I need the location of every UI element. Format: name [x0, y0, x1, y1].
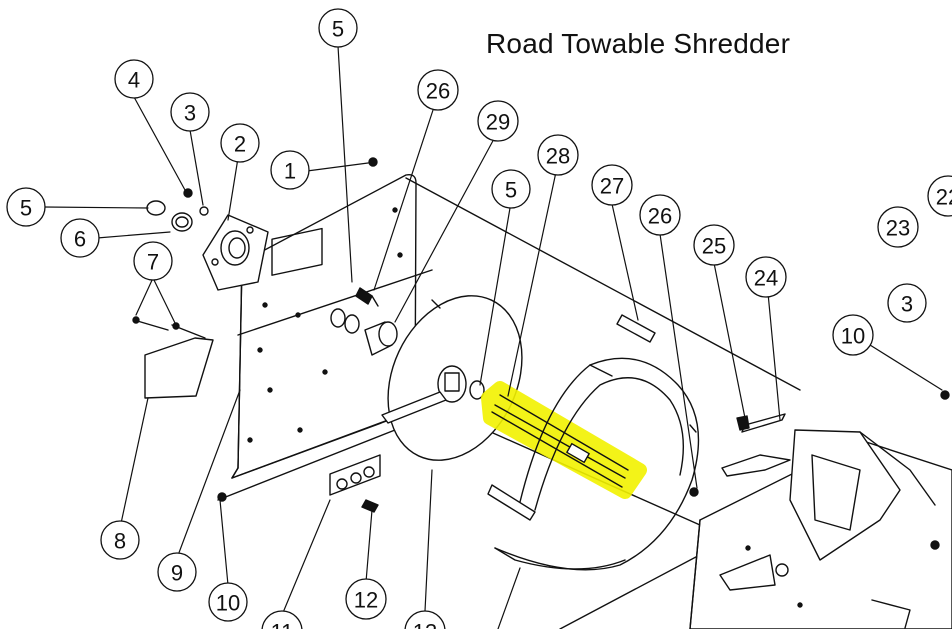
leader-lines: [43, 45, 943, 629]
diagram-title: Road Towable Shredder: [486, 28, 791, 59]
callout-label: 28: [546, 144, 570, 169]
blade-parts: [721, 413, 791, 477]
callout-label: 26: [426, 79, 450, 104]
callout-label: 10: [216, 591, 240, 616]
callout-label: 23: [886, 216, 910, 241]
callout-label: 8: [114, 529, 126, 554]
callout-circles: [6, 8, 952, 629]
bolts: [217, 390, 950, 550]
callout-label: 10: [841, 324, 865, 349]
callout-label: 3: [901, 292, 913, 317]
callout-label: 9: [171, 561, 183, 586]
shaft-highlight: [481, 381, 647, 499]
callout-label: 3: [184, 101, 196, 126]
callout-label: 12: [354, 588, 378, 613]
callout-label: 22: [936, 185, 952, 210]
small-hardware-left: [146, 157, 378, 232]
callout-label: 1: [284, 159, 296, 184]
cover-plate: [132, 316, 214, 399]
callout-label: 11: [271, 620, 294, 630]
callout-label: 24: [754, 266, 778, 291]
callout-label: 5: [332, 17, 344, 42]
callout-label: 25: [702, 234, 726, 259]
bushings: [330, 287, 398, 356]
callout-label: 27: [600, 174, 624, 199]
pin: [616, 314, 656, 343]
callout-label: 6: [74, 227, 86, 252]
callout-labels: 5 4 3 2 1 26 29 28 5 27 26 25 24 23 22 3…: [20, 17, 952, 634]
callout-label: 4: [128, 68, 140, 93]
o-ring: [469, 380, 485, 400]
callout-label: 7: [147, 250, 159, 275]
bracket-plate: [329, 454, 381, 513]
side-plate-left: [231, 173, 417, 479]
side-plate-right: [689, 429, 952, 629]
rotor-drum: [487, 357, 700, 571]
bearing-flange: [202, 214, 269, 291]
callout-label: 2: [234, 132, 246, 157]
callout-label: 29: [486, 110, 510, 135]
callout-label: 26: [648, 204, 672, 229]
callout-label: 13: [413, 620, 437, 630]
callout-label: 5: [20, 196, 32, 221]
callout-label: 5: [505, 178, 517, 203]
